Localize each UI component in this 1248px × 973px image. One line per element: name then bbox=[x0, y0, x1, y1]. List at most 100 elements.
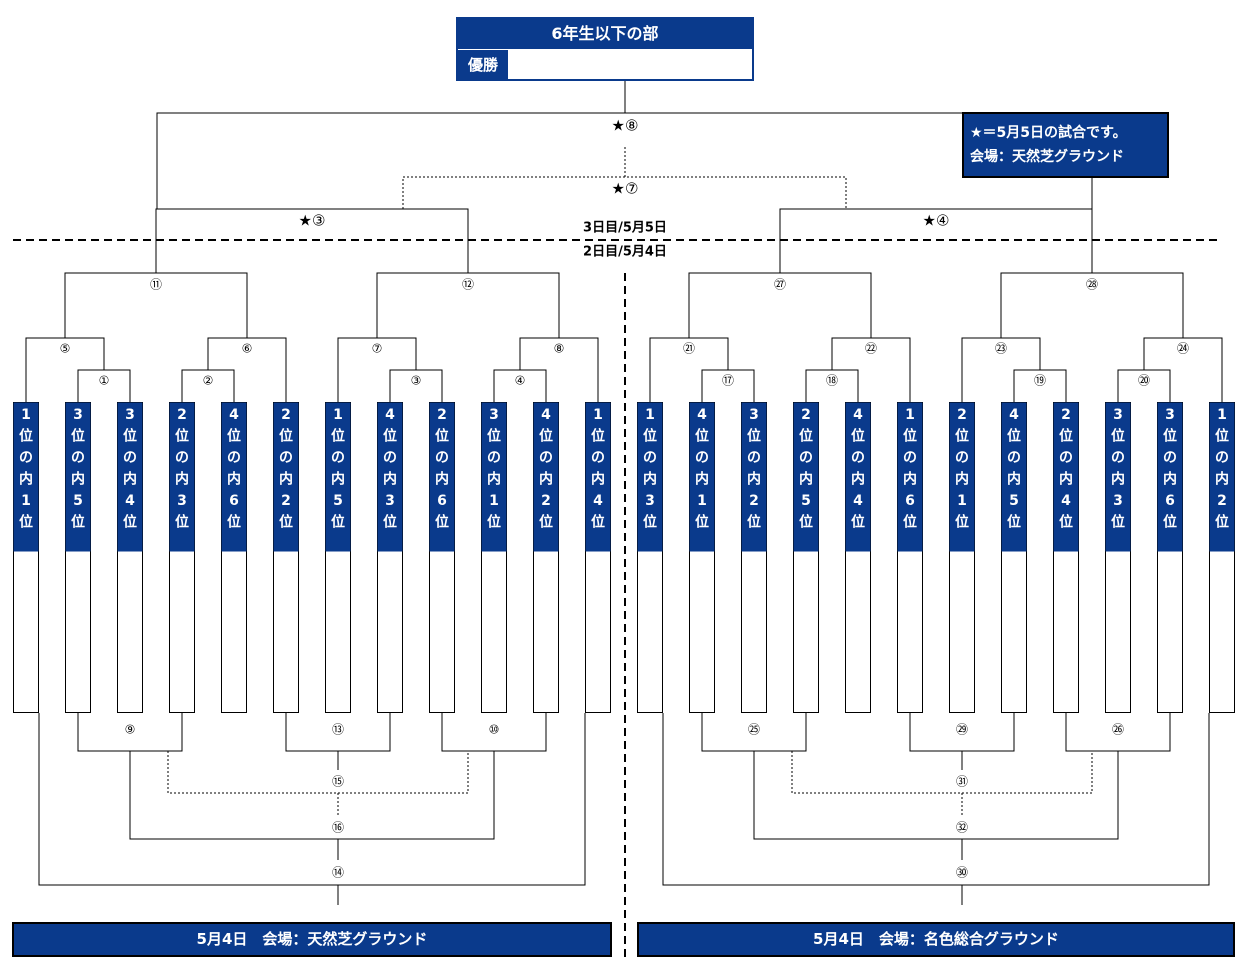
match-label-m30: ㉚ bbox=[956, 866, 968, 880]
team-char: の bbox=[1059, 450, 1073, 466]
team-char: 内 bbox=[539, 471, 553, 488]
team-char: 3 bbox=[73, 407, 83, 423]
team-char: の bbox=[591, 450, 605, 466]
team-char: 位 bbox=[747, 514, 761, 531]
team-char: 位 bbox=[799, 514, 813, 531]
team-char: 位 bbox=[539, 514, 553, 531]
team-char: の bbox=[903, 450, 917, 466]
team-char: 位 bbox=[851, 514, 865, 531]
team-char: 1 bbox=[489, 493, 499, 509]
team-char: 位 bbox=[1007, 428, 1021, 445]
team-char: 4 bbox=[1061, 493, 1071, 509]
team-char: 位 bbox=[487, 428, 501, 445]
day3-label: 3日目/5月5日 bbox=[583, 221, 667, 236]
team-char: 内 bbox=[695, 471, 709, 488]
match-label-m1: ① bbox=[99, 374, 110, 388]
team-char: の bbox=[71, 450, 85, 466]
match-label-m21: ㉑ bbox=[683, 342, 695, 356]
match-label-m8: ⑧ bbox=[554, 342, 565, 356]
team-char: の bbox=[799, 450, 813, 466]
team-char: 1 bbox=[957, 493, 967, 509]
team-char: 6 bbox=[437, 493, 447, 509]
bracket-m30 bbox=[662, 713, 1210, 886]
match-label-m25: ㉕ bbox=[748, 723, 760, 737]
team-char: 内 bbox=[279, 471, 293, 488]
match-label-m7: ⑦ bbox=[372, 342, 383, 356]
team-char: 内 bbox=[19, 471, 33, 488]
team-char: 位 bbox=[71, 514, 85, 531]
team-char: 1 bbox=[21, 493, 31, 509]
team-char: 位 bbox=[279, 428, 293, 445]
team-char: 1 bbox=[593, 407, 603, 423]
team-char: 位 bbox=[175, 514, 189, 531]
match-label-final_semi_right: ★④ bbox=[923, 212, 950, 230]
match-label-m16: ⑯ bbox=[332, 821, 344, 835]
team-char: 4 bbox=[853, 407, 863, 423]
team-char: 内 bbox=[1111, 471, 1125, 488]
team-char: 内 bbox=[955, 471, 969, 488]
team-char: 位 bbox=[747, 428, 761, 445]
match-label-m23: ㉓ bbox=[995, 342, 1007, 356]
team-char: 位 bbox=[279, 514, 293, 531]
match-label-m31: ㉛ bbox=[956, 775, 968, 789]
team-char: 3 bbox=[385, 493, 395, 509]
team-char: 1 bbox=[333, 407, 343, 423]
team-char: の bbox=[487, 450, 501, 466]
team-char: 位 bbox=[435, 514, 449, 531]
team-char: 位 bbox=[955, 514, 969, 531]
team-char: 位 bbox=[1163, 428, 1177, 445]
team-char: の bbox=[383, 450, 397, 466]
match-label-m5: ⑤ bbox=[60, 342, 71, 356]
team-char: 位 bbox=[799, 428, 813, 445]
team-char: の bbox=[955, 450, 969, 466]
team-char: 位 bbox=[383, 428, 397, 445]
match-label-final: ★⑧ bbox=[612, 117, 639, 135]
team-char: 5 bbox=[1009, 493, 1019, 509]
match-label-m28: ㉘ bbox=[1086, 278, 1098, 292]
team-char: 3 bbox=[1113, 493, 1123, 509]
legend-box: ★＝5月5日の試合です。 会場：天然芝グラウンド bbox=[962, 112, 1169, 178]
team-char: 位 bbox=[903, 514, 917, 531]
team-char: 1 bbox=[1217, 407, 1227, 423]
team-char: の bbox=[695, 450, 709, 466]
team-char: の bbox=[1215, 450, 1229, 466]
match-label-m13: ⑬ bbox=[332, 723, 344, 737]
team-char: 4 bbox=[593, 493, 603, 509]
team-char: 内 bbox=[643, 471, 657, 488]
match-label-m9: ⑨ bbox=[125, 723, 136, 737]
team-char: 5 bbox=[73, 493, 83, 509]
match-label-m10: ⑩ bbox=[489, 723, 500, 737]
team-char: 内 bbox=[903, 471, 917, 488]
team-char: 2 bbox=[957, 407, 967, 423]
team-char: 3 bbox=[489, 407, 499, 423]
team-char: 内 bbox=[1215, 471, 1229, 488]
title-box: 6年生以下の部 優勝 bbox=[456, 17, 754, 81]
team-char: の bbox=[279, 450, 293, 466]
team-char: の bbox=[539, 450, 553, 466]
team-char: の bbox=[19, 450, 33, 466]
team-char: 位 bbox=[903, 428, 917, 445]
team-char: 位 bbox=[175, 428, 189, 445]
team-char: 2 bbox=[541, 493, 551, 509]
team-char: 内 bbox=[331, 471, 345, 488]
team-char: 1 bbox=[645, 407, 655, 423]
match-label-m29: ㉙ bbox=[956, 723, 968, 737]
team-char: 内 bbox=[799, 471, 813, 488]
bracket-m16 bbox=[129, 751, 495, 840]
team-char: 3 bbox=[125, 407, 135, 423]
match-label-m32: ㉜ bbox=[956, 821, 968, 835]
match-label-m14: ⑭ bbox=[332, 866, 344, 880]
team-char: 6 bbox=[1165, 493, 1175, 509]
team-char: 2 bbox=[1061, 407, 1071, 423]
